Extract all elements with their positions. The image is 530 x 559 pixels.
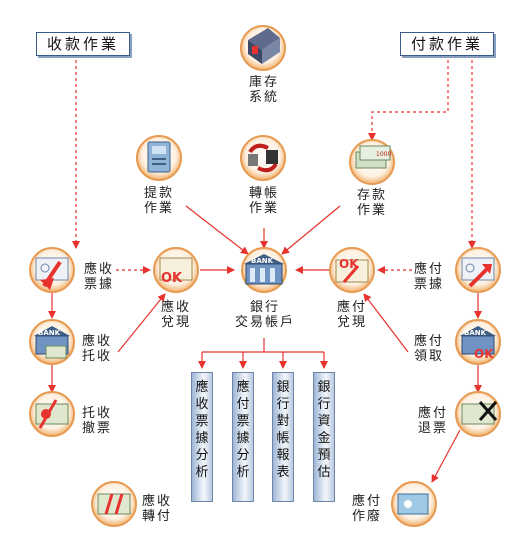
arrow-withdraw-to-bank <box>185 205 249 255</box>
transfer-label: 轉帳 作業 <box>248 186 279 216</box>
ar-notes-label: 應收 票據 <box>84 262 115 292</box>
withdraw-label: 提款 作業 <box>143 186 174 216</box>
arrow-ar-collect-to-ar-cash <box>117 293 166 353</box>
solid-connectors <box>48 205 482 483</box>
svg-text:1000: 1000 <box>376 151 391 158</box>
ap-receive-icon[interactable]: BANK OK <box>455 319 501 365</box>
collect-cancel-icon[interactable] <box>29 391 75 437</box>
inventory-icon[interactable] <box>240 25 286 71</box>
report-bank-reconciliation[interactable]: 銀行對帳報表 <box>272 372 294 502</box>
arrow-ap-return-to-ap-void <box>431 429 461 483</box>
deposit-icon[interactable]: 1000 <box>349 139 395 185</box>
deposit-label: 存款 作業 <box>356 188 387 218</box>
bank-account-label: 銀行 交易帳戶 <box>234 300 295 330</box>
svg-text:OK: OK <box>161 271 183 286</box>
ar-collect-icon[interactable]: BANK <box>29 319 75 365</box>
svg-text:BANK: BANK <box>38 329 61 337</box>
bank-to-reports-trunk <box>202 338 324 353</box>
ap-notes-label: 應付 票據 <box>414 262 445 292</box>
ar-notes-icon[interactable] <box>29 247 75 293</box>
ap-receive-label: 應付 領取 <box>414 334 445 364</box>
ap-notes-icon[interactable] <box>455 247 501 293</box>
ap-return-label: 應付 退票 <box>418 406 449 436</box>
report-ar-notes-analysis[interactable]: 應收票據分析 <box>191 372 213 502</box>
receipts-header[interactable]: 收款作業 <box>36 32 130 56</box>
ap-void-label: 應付 作廢 <box>352 494 383 524</box>
report-bank-fund-forecast[interactable]: 銀行資金預估 <box>313 372 335 502</box>
inventory-label: 庫存 系統 <box>248 75 279 105</box>
svg-text:OK: OK <box>474 347 494 361</box>
ar-cash-icon[interactable]: OK <box>153 247 199 293</box>
withdraw-icon[interactable] <box>136 135 182 181</box>
ar-cash-label: 應收 兌現 <box>160 300 191 330</box>
svg-text:BANK: BANK <box>251 257 274 265</box>
report-ap-notes-analysis[interactable]: 應付票據分析 <box>232 372 254 502</box>
ap-cash-label: 應付 兌現 <box>336 300 367 330</box>
transfer-icon[interactable] <box>240 135 286 181</box>
svg-text:BANK: BANK <box>464 329 487 337</box>
payments-header[interactable]: 付款作業 <box>400 32 494 56</box>
ap-void-icon[interactable] <box>391 481 437 527</box>
svg-text:OK: OK <box>339 257 359 271</box>
ar-transfer-icon[interactable] <box>91 481 137 527</box>
ar-collect-label: 應收 托收 <box>82 334 113 364</box>
ap-cash-icon[interactable]: OK <box>329 247 375 293</box>
ap-return-icon[interactable] <box>455 391 501 437</box>
dashed-connectors <box>72 60 476 274</box>
dashed-payments-to-deposit <box>368 60 449 141</box>
arrow-deposit-to-bank <box>281 205 341 255</box>
arrow-ap-receive-to-ap-cash <box>363 293 409 353</box>
collect-cancel-label: 托收 撤票 <box>82 406 113 436</box>
ar-transfer-label: 應收 轉付 <box>142 494 173 524</box>
bank-icon[interactable]: BANK <box>241 247 287 293</box>
